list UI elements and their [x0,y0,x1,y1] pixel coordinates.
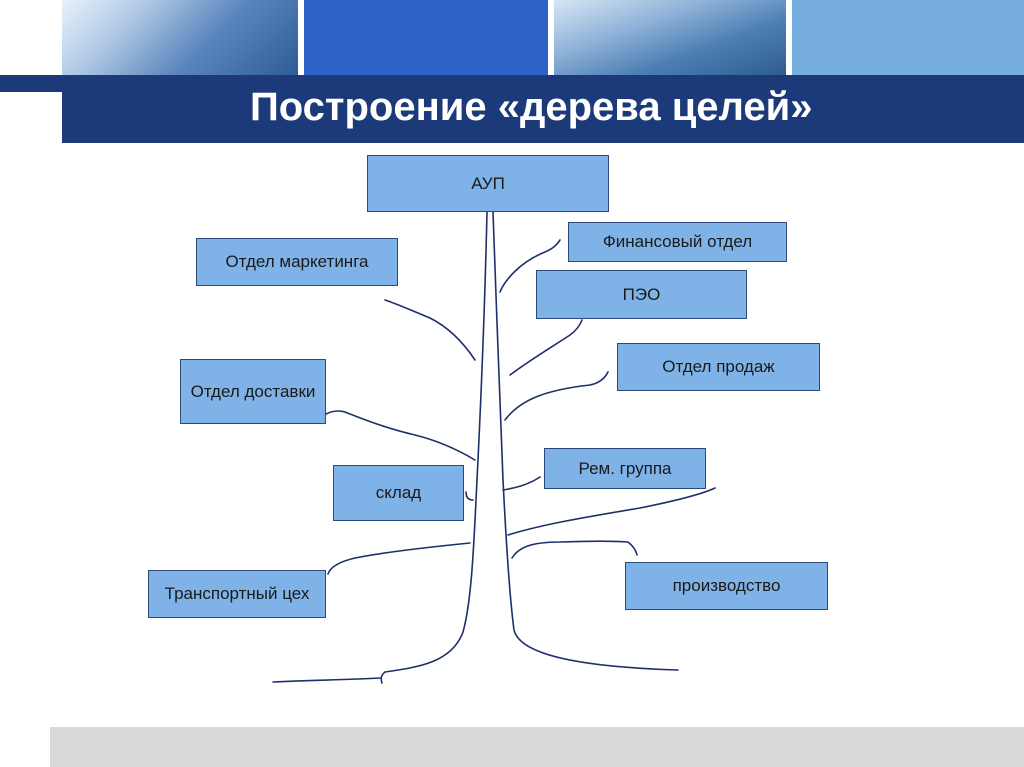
branch-delivery [325,410,476,461]
node-finance: Финансовый отдел [568,222,787,262]
slide-title: Построение «дерева целей» [250,85,813,129]
node-repair: Рем. группа [544,448,706,489]
branch-finance [499,239,561,293]
branch-transport [327,542,471,575]
branch-right-long [507,487,716,536]
root-left [272,677,381,683]
node-delivery: Отдел доставки [180,359,326,424]
branch-warehouse [465,491,474,501]
trunk-right [492,211,679,671]
branch-repair [502,476,541,491]
title-bar [62,75,1024,143]
node-peo: ПЭО [536,270,747,319]
node-warehouse: склад [333,465,464,521]
footer-bar [50,727,1024,767]
trunk-left [380,211,488,684]
branch-peo [509,319,583,376]
header-light-blue-block [792,0,1024,75]
header-photo-keyboard [62,0,298,75]
node-sales: Отдел продаж [617,343,820,391]
node-transport: Транспортный цех [148,570,326,618]
header-left-stripe [0,75,62,92]
branch-production [511,540,638,559]
header-blue-block [304,0,548,75]
header-photo-buildings [554,0,786,75]
branch-sales [504,371,609,421]
branch-marketing [384,299,476,361]
node-production: производство [625,562,828,610]
node-aup: АУП [367,155,609,212]
node-marketing: Отдел маркетинга [196,238,398,286]
